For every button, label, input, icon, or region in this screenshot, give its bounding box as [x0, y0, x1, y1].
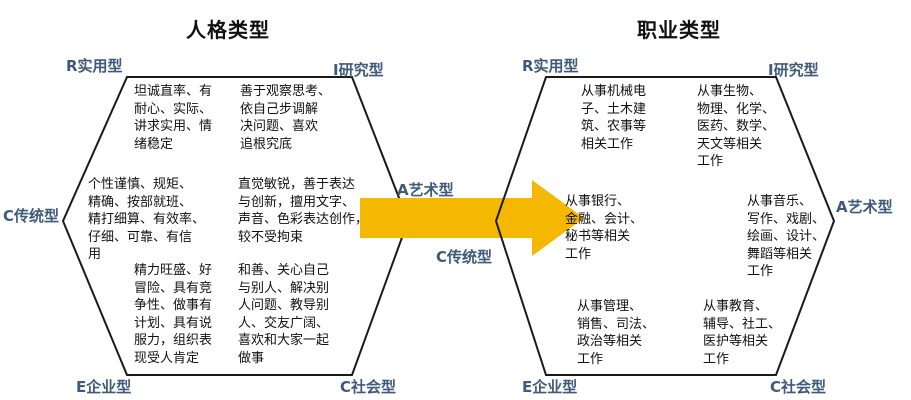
job-investigative: 从事生物、 物理、化学、 医药、数学、 天文等相关 工作: [697, 84, 776, 169]
right-label-enterprising: E企业型: [522, 378, 578, 396]
right-label-conventional: C传统型: [436, 248, 493, 266]
job-realistic: 从事机械电 子、土木建 筑、农事等 相关工作: [581, 84, 647, 152]
job-conventional: 从事银行、 金融、会计、 秘书等相关 工作: [565, 194, 644, 262]
job-artistic: 从事音乐、 写作、戏剧、 绘画、设计、 舞蹈等相关 工作: [747, 194, 826, 279]
occupation-hexagon: [494, 76, 836, 376]
left-label-artistic: A艺术型: [397, 181, 454, 199]
trait-investigative: 善于观察思考、 依自己步调解 决问题、喜欢 追根究底: [240, 84, 332, 152]
trait-realistic: 坦诚直率、有 耐心、实际、 讲求实用、情 绪稳定: [134, 84, 213, 152]
left-label-investigative: I研究型: [333, 61, 384, 79]
job-social: 从事教育、 辅导、社工、 医护等相关 工作: [703, 299, 782, 367]
right-label-investigative: I研究型: [768, 61, 819, 79]
occupation-types-title: 职业类型: [637, 18, 721, 42]
left-label-social: C社会型: [340, 378, 397, 396]
personality-hexagon: [61, 76, 410, 376]
job-enterprising: 从事管理、 销售、司法、 政治等相关 工作: [577, 299, 656, 367]
left-label-enterprising: E企业型: [76, 378, 132, 396]
trait-social: 和善、关心自己 与别人、解决别 人问题、教导别 人、交友广阔、 喜欢和大家一起 …: [238, 263, 330, 366]
arrow-right-icon: [360, 180, 584, 256]
right-label-social: C社会型: [770, 378, 827, 396]
right-label-realistic: R实用型: [522, 57, 579, 75]
left-label-realistic: R实用型: [66, 57, 123, 75]
trait-conventional: 个性谨慎、规矩、 精确、按部就班、 精打细算、有效率、 仔细、可靠、有信 用: [88, 177, 206, 262]
personality-types-title: 人格类型: [186, 18, 270, 42]
trait-artistic: 直觉敏锐，善于表达 与创新，擅用文字、 声音、色彩表达创作， 较不受拘束: [238, 177, 369, 245]
left-label-conventional: C传统型: [3, 207, 60, 225]
trait-enterprising: 精力旺盛、好 冒险、具有竞 争性、做事有 计划、具有说 服力，组织表 现受人肯定: [134, 263, 213, 366]
right-label-artistic: A艺术型: [836, 198, 893, 216]
